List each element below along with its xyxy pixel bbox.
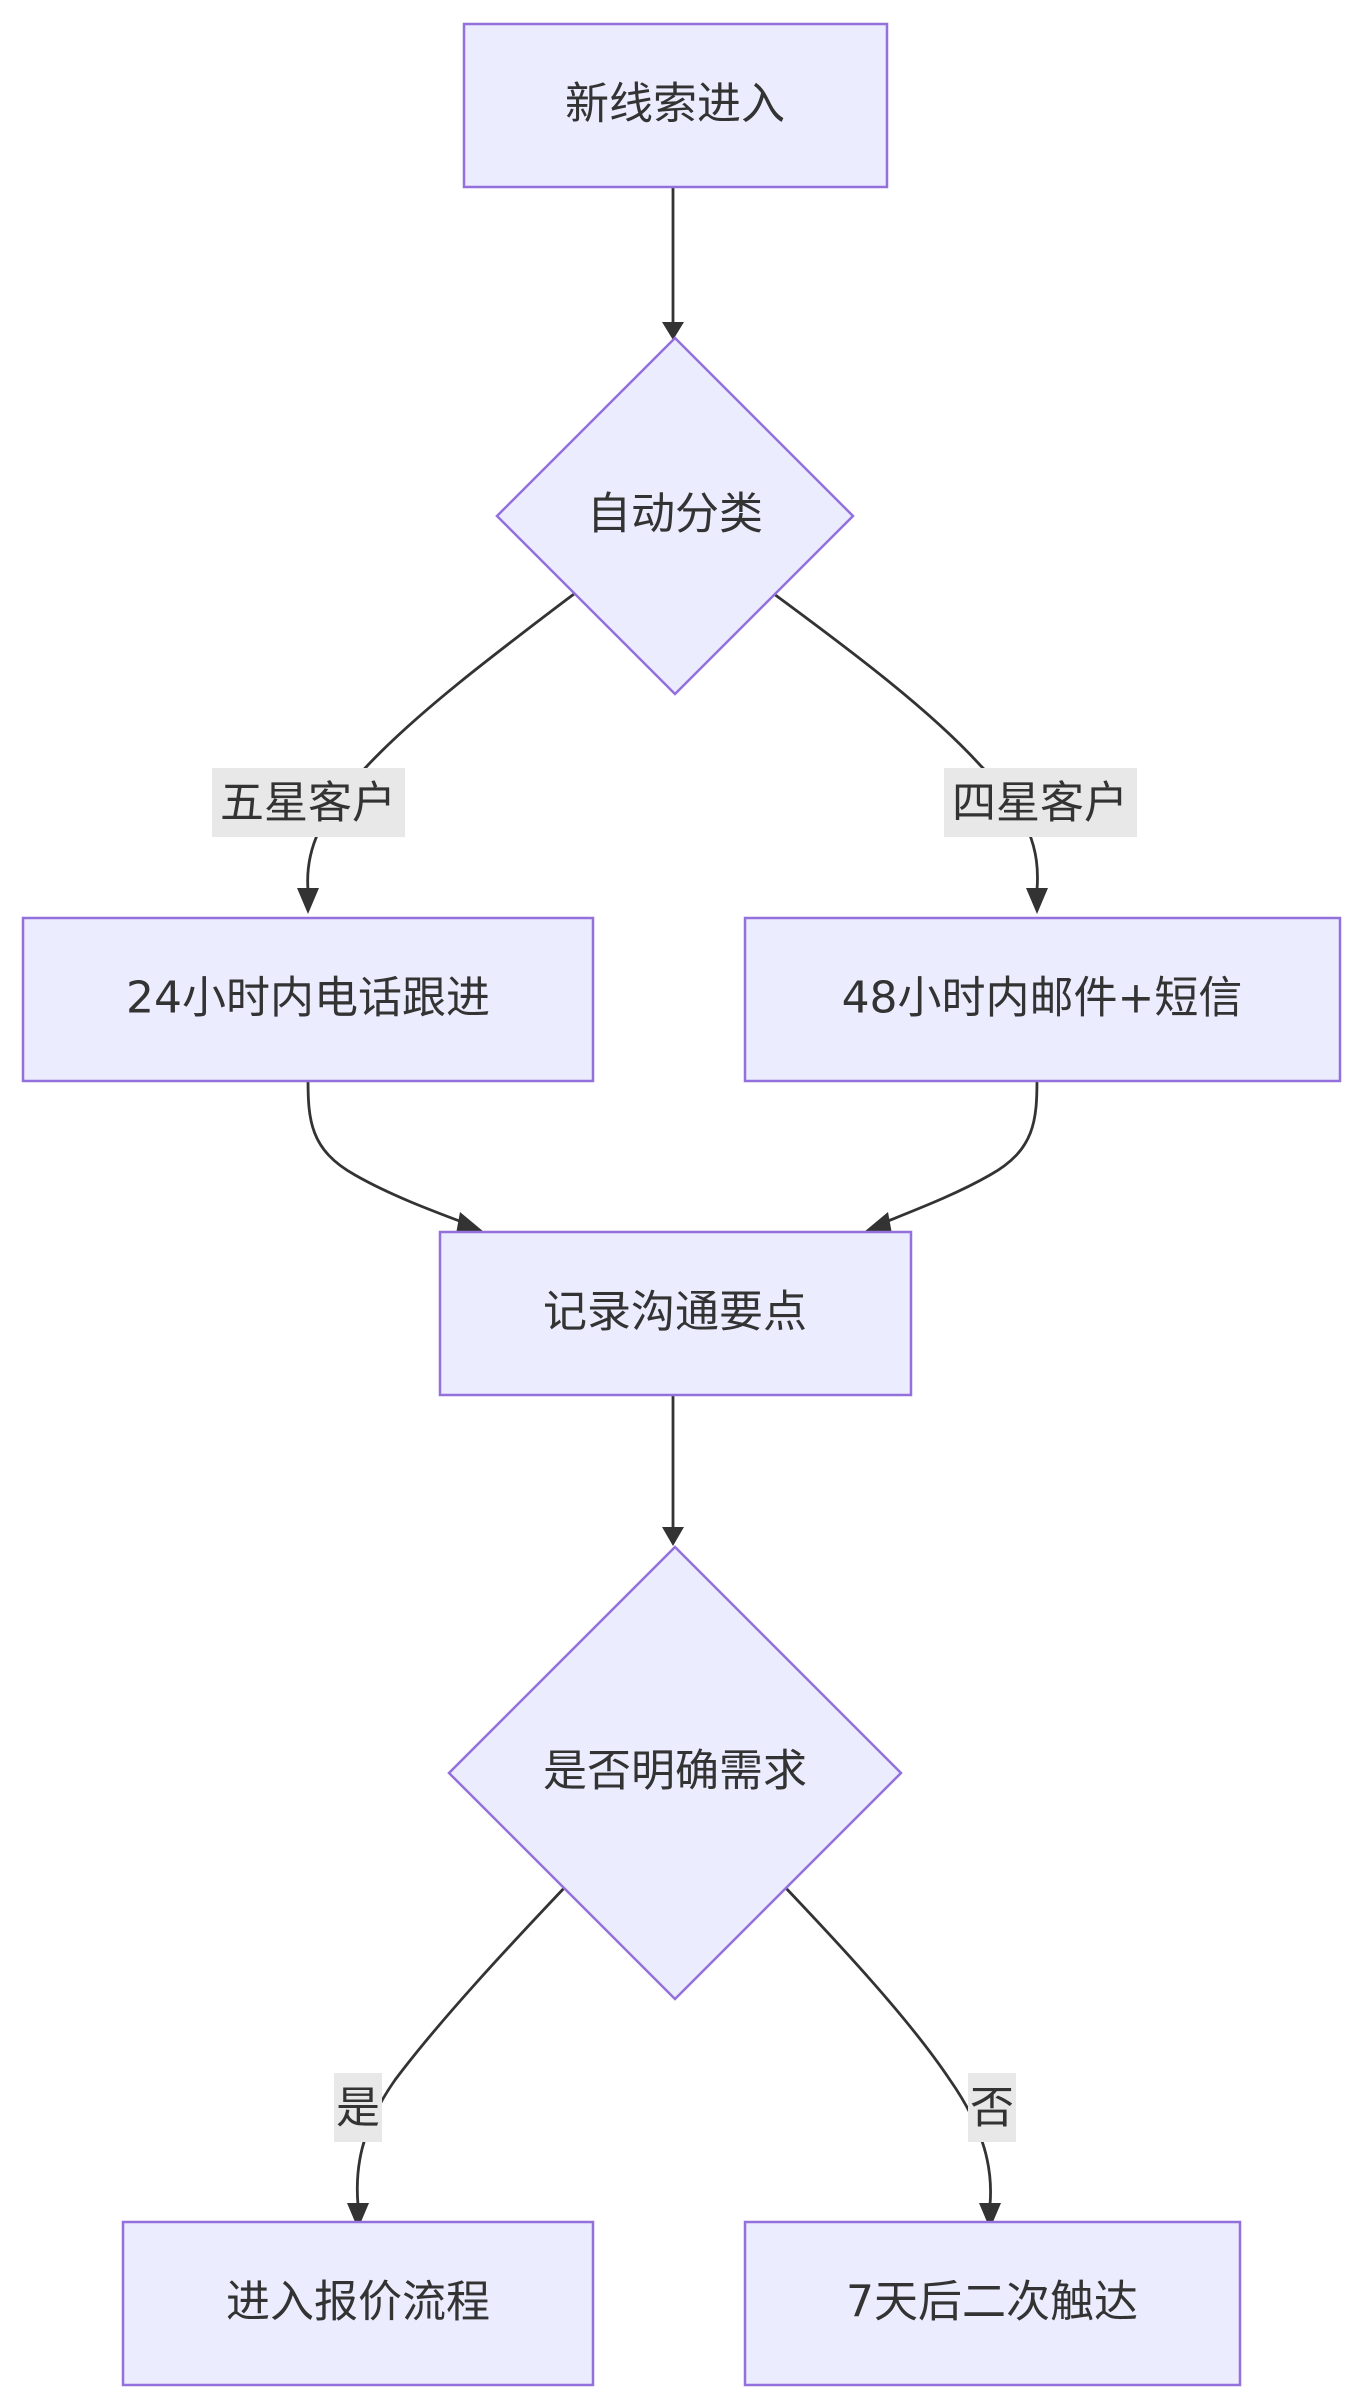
- node-record-points: 记录沟通要点: [438, 1230, 913, 1397]
- node-new-lead-text: 新线索进入: [565, 79, 785, 130]
- edge-label-no: 否: [968, 2073, 1016, 2142]
- arrowhead-email: [1026, 888, 1048, 914]
- node-clear-need-text: 是否明确需求: [543, 1746, 807, 1797]
- edge-label-five-star-text: 五星客户: [220, 778, 396, 829]
- node-quote-process-text: 进入报价流程: [226, 2277, 490, 2328]
- arrowhead-classify: [662, 322, 684, 340]
- edges: [297, 187, 1048, 2229]
- node-auto-classify: 自动分类: [495, 336, 855, 696]
- node-quote-process: 进入报价流程: [121, 2220, 595, 2387]
- edge-label-five-star: 五星客户: [212, 768, 405, 837]
- arrowhead-record-right: [864, 1212, 892, 1234]
- edge-label-yes: 是: [334, 2073, 382, 2142]
- node-clear-need: 是否明确需求: [447, 1545, 903, 2001]
- node-email-sms-text: 48小时内邮件+短信: [842, 973, 1243, 1024]
- arrowhead-need: [662, 1527, 684, 1546]
- edge-labels: 五星客户 四星客户 是 否: [212, 768, 1137, 2142]
- node-phone-followup: 24小时内电话跟进: [21, 916, 595, 1083]
- node-phone-followup-text: 24小时内电话跟进: [126, 973, 490, 1024]
- edge-label-yes-text: 是: [336, 2083, 380, 2134]
- node-record-points-text: 记录沟通要点: [543, 1287, 807, 1338]
- nodes: 新线索进入 自动分类 24小时内电话跟进 48小时内邮件+短信 记录沟通要点 是…: [21, 22, 1342, 2387]
- node-retouch: 7天后二次触达: [743, 2220, 1242, 2387]
- node-email-sms: 48小时内邮件+短信: [743, 916, 1342, 1083]
- arrowhead-retouch: [979, 2203, 1001, 2229]
- edge-label-four-star-text: 四星客户: [952, 778, 1128, 829]
- edge-classify-to-phone: [306, 592, 575, 891]
- edge-classify-to-email: [773, 592, 1039, 891]
- edge-email-to-record: [877, 1077, 1039, 1227]
- edge-phone-to-record: [306, 1077, 471, 1227]
- edge-need-to-retouch: [781, 1884, 992, 2206]
- node-new-lead: 新线索进入: [462, 22, 889, 189]
- node-retouch-text: 7天后二次触达: [846, 2277, 1138, 2328]
- edge-need-to-quote: [355, 1884, 569, 2206]
- node-auto-classify-text: 自动分类: [587, 489, 763, 540]
- arrowhead-phone: [297, 888, 319, 914]
- arrowhead-record-left: [456, 1212, 484, 1234]
- edge-label-four-star: 四星客户: [944, 768, 1137, 837]
- arrowhead-quote: [347, 2203, 369, 2229]
- edge-label-no-text: 否: [970, 2083, 1014, 2134]
